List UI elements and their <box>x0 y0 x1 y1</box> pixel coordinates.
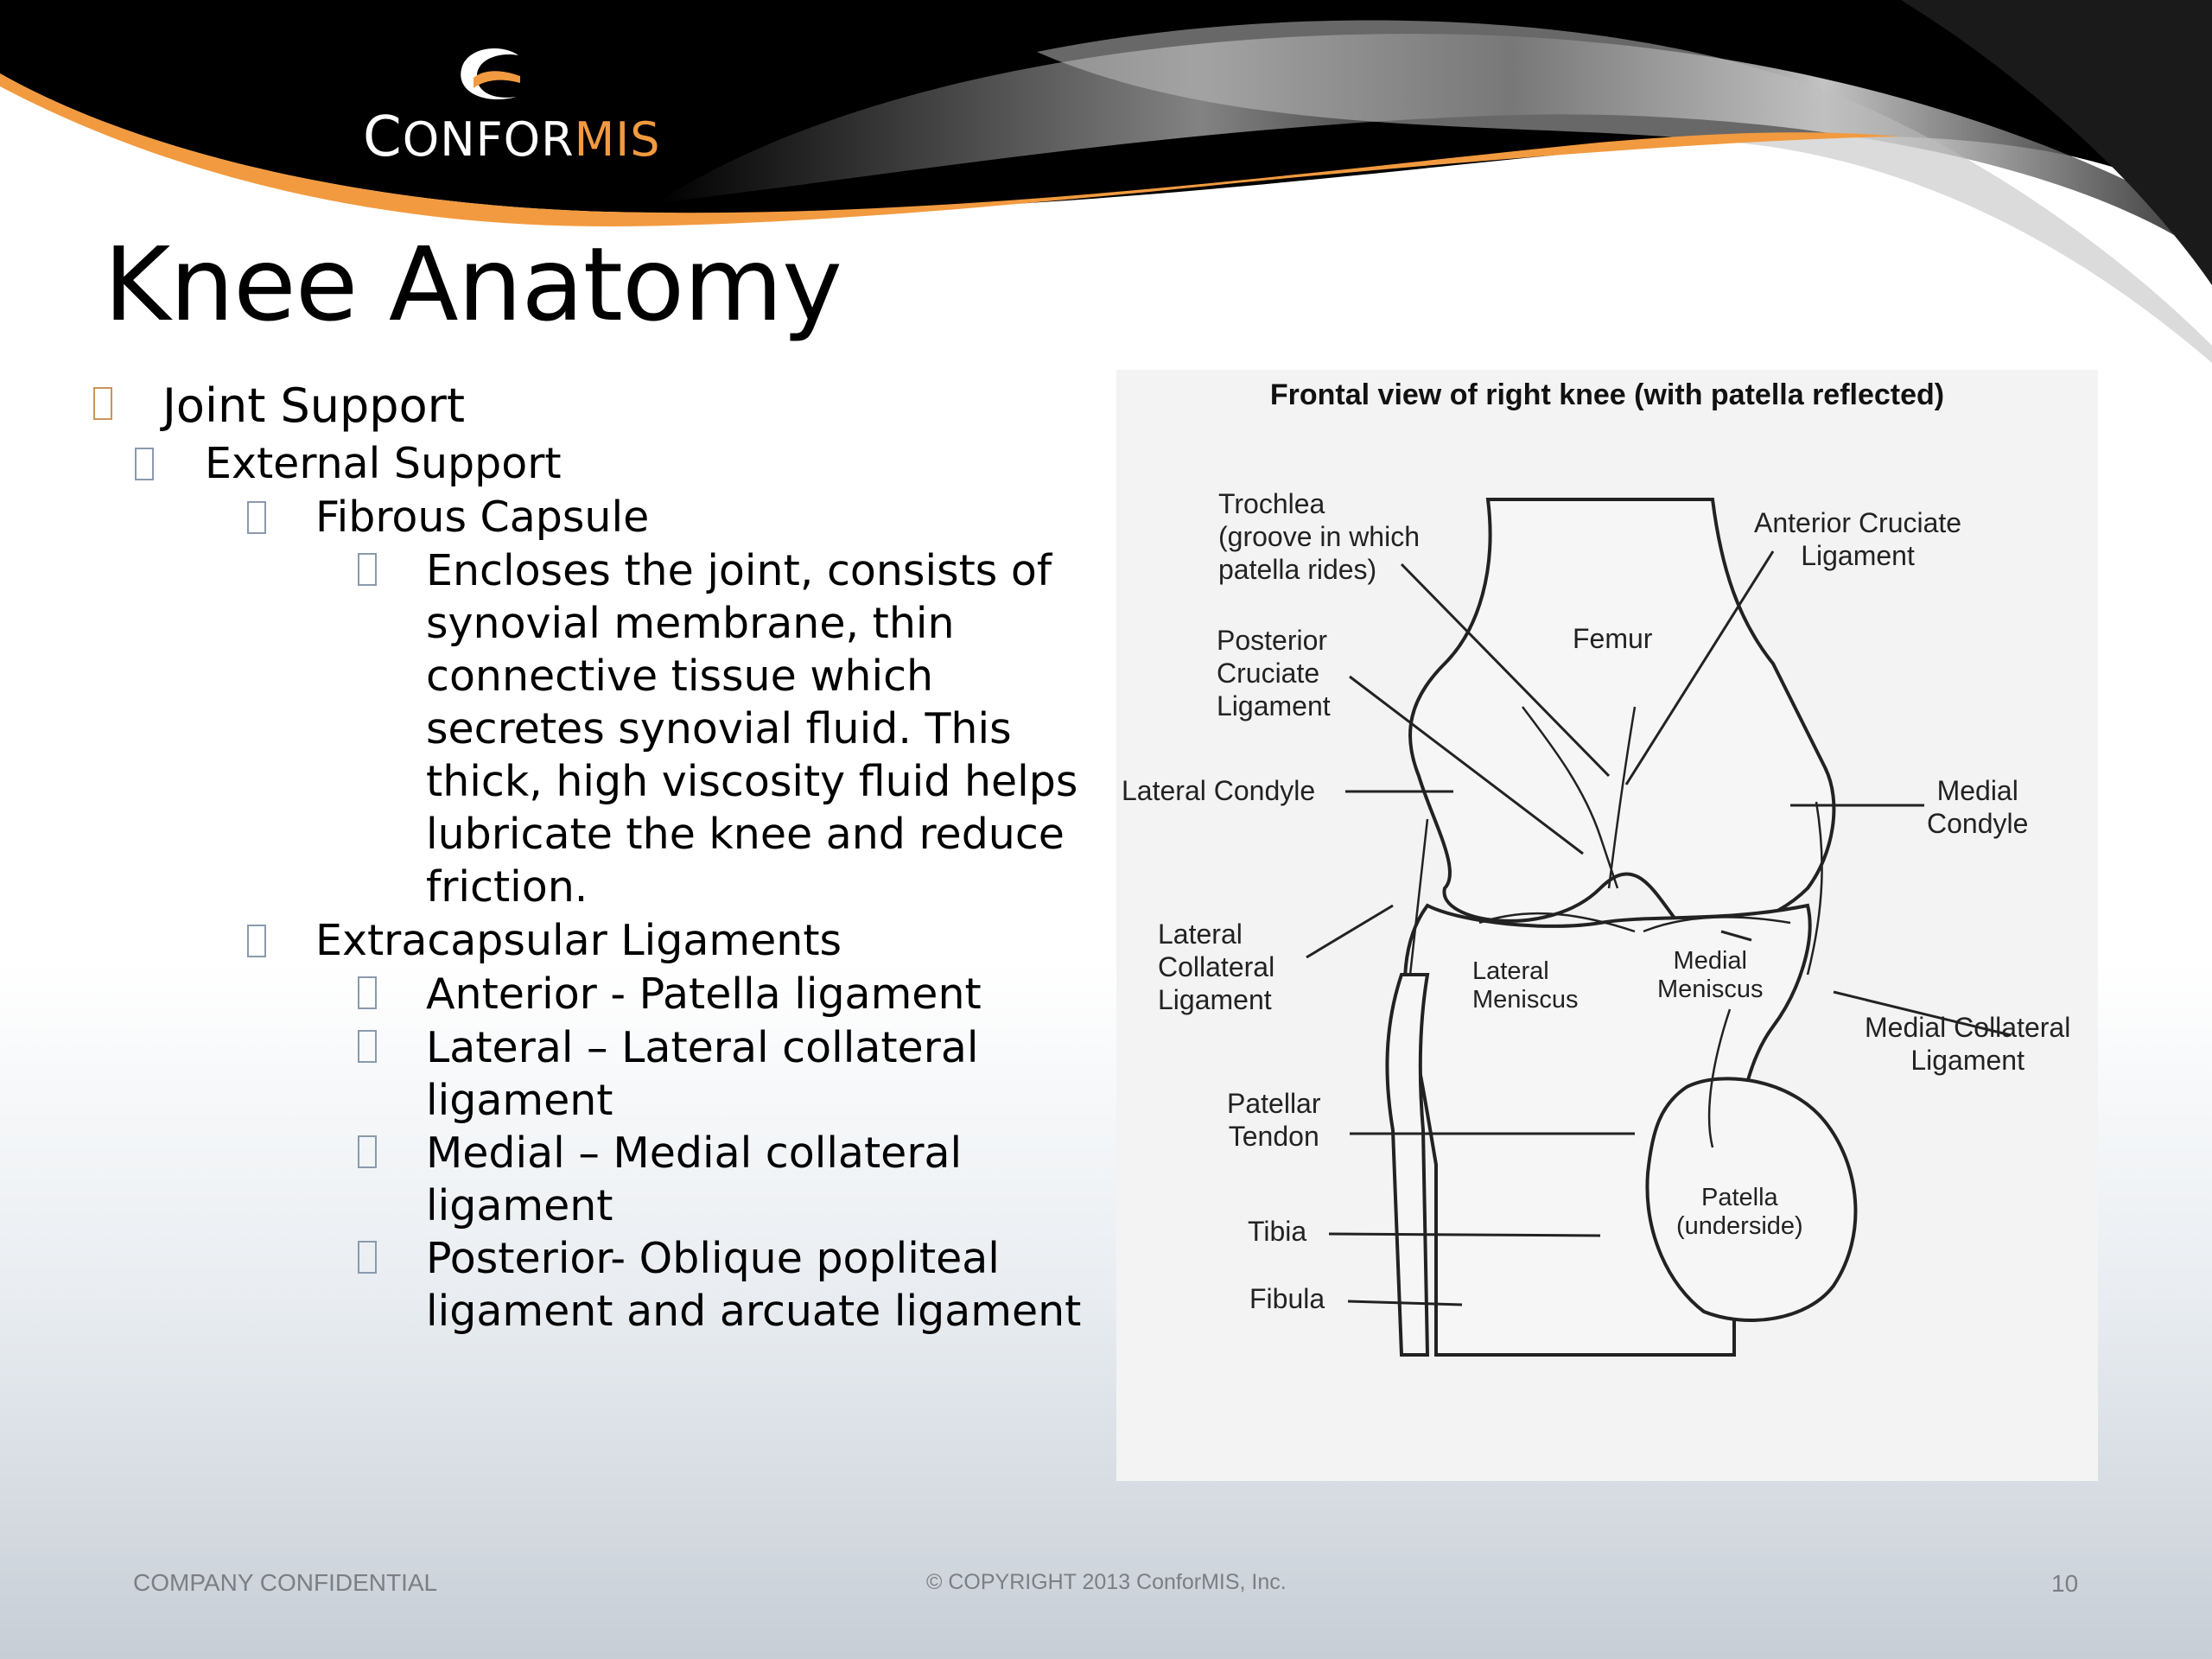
bullet-fibrous-capsule: Fibrous Capsule <box>315 493 650 542</box>
logo-wordmark: CONFORMIS <box>363 105 659 169</box>
label-fibula: Fibula <box>1249 1283 1325 1314</box>
label-femur: Femur <box>1573 623 1653 654</box>
label-acl: Anterior Cruciate Ligament <box>1754 507 1962 571</box>
text-line: ligament <box>426 1076 613 1125</box>
text-line: thick, high viscosity fluid helps <box>426 757 1078 806</box>
text-line: ligament <box>426 1181 613 1230</box>
page-number: 10 <box>2051 1570 2079 1597</box>
femur-shape <box>1408 498 1836 931</box>
slide-title: Knee Anatomy <box>104 225 842 344</box>
bullet-joint-support: Joint Support <box>162 378 465 433</box>
text-line: ligament and arcuate ligament <box>426 1287 1082 1336</box>
text-line: lubricate the knee and reduce <box>426 810 1065 859</box>
footer-copyright: © COPYRIGHT 2013 ConforMIS, Inc. <box>926 1570 1287 1594</box>
bullet-medial: Medial – Medial collateral ligament <box>426 1127 962 1232</box>
bullet-marker-icon <box>135 448 154 480</box>
patella-shape <box>1645 1077 1858 1322</box>
bullet-list: Joint Support External Support Fibrous C… <box>0 0 1089 1382</box>
bullet-extracapsular-ligaments: Extracapsular Ligaments <box>315 916 842 965</box>
text-line: Lateral – Lateral collateral <box>426 1023 979 1072</box>
conformis-logo: CONFORMIS <box>363 43 659 169</box>
label-trochlea: Trochlea (groove in which patella rides) <box>1218 488 1420 585</box>
bullet-marker-icon <box>247 501 266 534</box>
label-medial-condyle: Medial Condyle <box>1927 775 2029 839</box>
bullet-anterior: Anterior - Patella ligament <box>426 968 982 1020</box>
bullet-marker-icon <box>358 1030 377 1063</box>
label-patellar-tendon: Patellar Tendon <box>1227 1088 1321 1152</box>
label-patella: Patella (underside) <box>1676 1184 1803 1240</box>
text-line: Posterior- Oblique popliteal <box>426 1234 1000 1283</box>
bullet-marker-icon <box>358 553 377 586</box>
header-swoosh-graphic <box>0 0 2212 363</box>
label-lcl: Lateral Collateral Ligament <box>1158 918 1275 1015</box>
knee-illustration <box>1306 498 2012 1357</box>
bullet-capsule-description: Encloses the joint, consists of synovial… <box>426 544 1077 913</box>
label-lateral-meniscus: Lateral Meniscus <box>1472 957 1579 1014</box>
text-line: Encloses the joint, consists of <box>426 546 1052 595</box>
footer-confidential: COMPANY CONFIDENTIAL <box>133 1569 438 1596</box>
fibula-shape <box>1385 973 1430 1357</box>
figure-title: Frontal view of right knee (with patella… <box>1269 378 1945 411</box>
logo-c-mark-icon <box>461 48 520 100</box>
label-tibia: Tibia <box>1248 1216 1307 1247</box>
bullet-posterior: Posterior- Oblique popliteal ligament an… <box>426 1232 1081 1338</box>
logo-main: ONFOR <box>402 112 575 167</box>
label-lateral-condyle: Lateral Condyle <box>1122 775 1316 806</box>
label-mcl: Medial Collateral Ligament <box>1865 1012 2071 1076</box>
bullet-marker-icon <box>93 387 112 420</box>
bullet-marker-icon <box>358 976 377 1009</box>
label-medial-meniscus: Medial Meniscus <box>1657 947 1764 1003</box>
knee-anatomy-figure: Frontal view of right knee (with patella… <box>1116 370 2098 1481</box>
logo-prefix: C <box>363 105 403 169</box>
text-line: connective tissue which <box>426 652 934 701</box>
text-line: synovial membrane, thin <box>426 599 955 648</box>
text-line: Anterior - Patella ligament <box>426 969 982 1019</box>
bullet-marker-icon <box>247 925 266 957</box>
label-pcl: Posterior Cruciate Ligament <box>1217 625 1331 721</box>
text-line: secretes synovial fluid. This <box>426 704 1012 753</box>
text-line: friction. <box>426 862 588 912</box>
logo-accent: MIS <box>574 112 661 167</box>
bullet-external-support: External Support <box>205 439 562 488</box>
bullet-marker-icon <box>358 1241 377 1274</box>
bullet-lateral: Lateral – Lateral collateral ligament <box>426 1021 979 1127</box>
bullet-marker-icon <box>358 1135 377 1168</box>
text-line: Medial – Medial collateral <box>426 1128 963 1178</box>
